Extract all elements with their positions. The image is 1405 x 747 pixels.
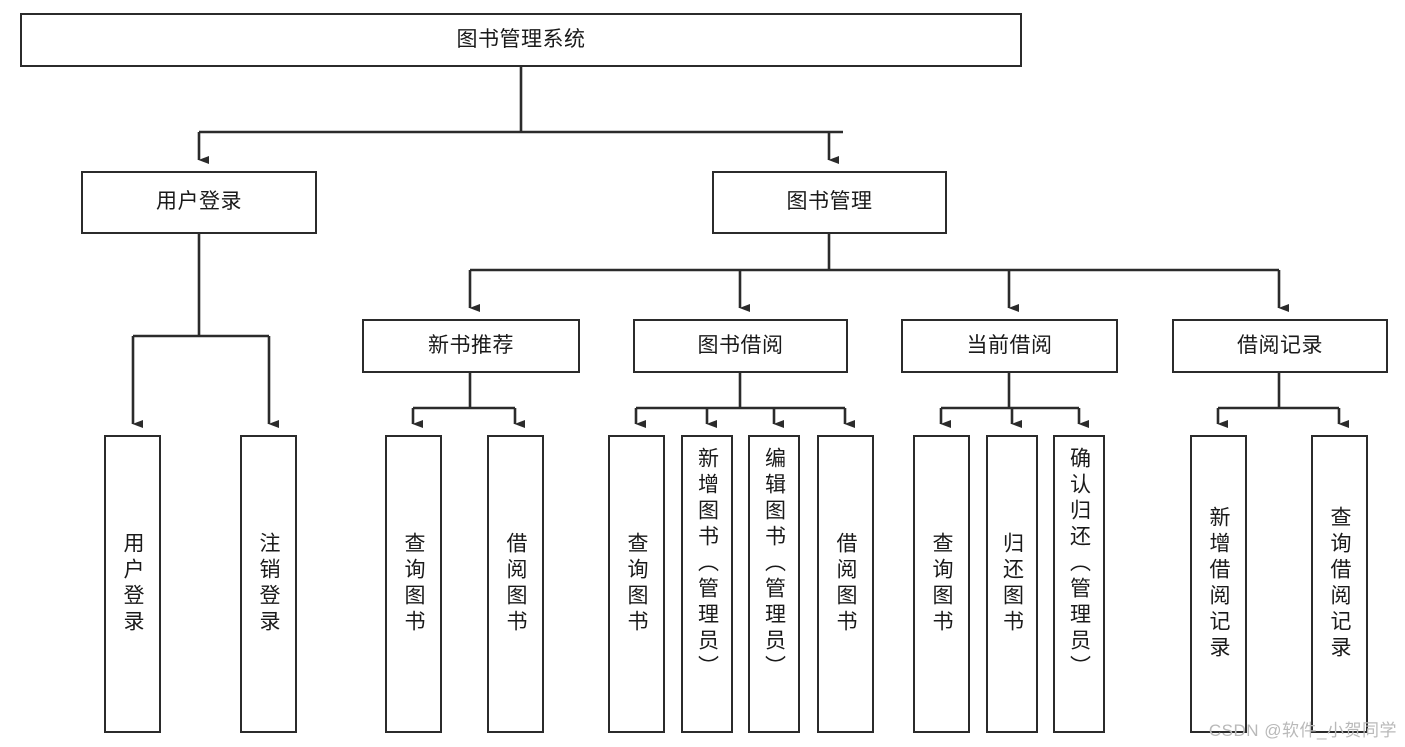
node-leaf-confirm-return[interactable]: 确认归还（管理员）	[1053, 435, 1105, 733]
node-leaf-user-login[interactable]: 用户登录	[104, 435, 161, 733]
node-leaf-query-record[interactable]: 查询借阅记录	[1311, 435, 1368, 733]
node-leaf-add-book-label: 新增图书（管理员）	[695, 447, 719, 681]
node-leaf-borrow-book-2-label: 借阅图书	[834, 532, 857, 636]
node-root[interactable]: 图书管理系统	[20, 13, 1022, 67]
node-borrow-record[interactable]: 借阅记录	[1172, 319, 1388, 373]
node-new-book-rec-label: 新书推荐	[428, 333, 514, 357]
node-leaf-user-logout[interactable]: 注销登录	[240, 435, 297, 733]
node-user-login-label: 用户登录	[156, 190, 242, 214]
node-leaf-confirm-return-label: 确认归还（管理员）	[1067, 447, 1091, 681]
node-leaf-borrow-book-2[interactable]: 借阅图书	[817, 435, 874, 733]
node-current-borrow-label: 当前借阅	[966, 333, 1053, 357]
watermark-text: CSDN @软件_小贺同学	[1208, 721, 1397, 740]
node-leaf-user-logout-label: 注销登录	[257, 532, 280, 636]
node-leaf-return-book-label: 归还图书	[1000, 532, 1024, 636]
node-book-borrow[interactable]: 图书借阅	[633, 319, 848, 373]
node-leaf-add-record-label: 新增借阅记录	[1207, 506, 1230, 662]
node-leaf-query-record-label: 查询借阅记录	[1328, 506, 1351, 662]
node-current-borrow[interactable]: 当前借阅	[901, 319, 1118, 373]
edge-group-book-borrow	[634, 373, 856, 429]
edge-group-new-book-rec	[411, 373, 526, 429]
edge-group-book-manage	[468, 234, 1290, 313]
node-leaf-borrow-book-1-label: 借阅图书	[504, 532, 527, 636]
node-user-login[interactable]: 用户登录	[81, 171, 317, 234]
node-leaf-query-book-1[interactable]: 查询图书	[385, 435, 442, 733]
node-leaf-user-login-label: 用户登录	[121, 532, 144, 636]
edge-group-borrow-record	[1216, 373, 1350, 429]
node-leaf-edit-book-label: 编辑图书（管理员）	[762, 447, 786, 681]
node-borrow-record-label: 借阅记录	[1237, 333, 1323, 357]
node-book-manage[interactable]: 图书管理	[712, 171, 947, 234]
node-leaf-query-book-2[interactable]: 查询图书	[608, 435, 665, 733]
node-leaf-edit-book[interactable]: 编辑图书（管理员）	[748, 435, 800, 733]
node-leaf-borrow-book-1[interactable]: 借阅图书	[487, 435, 544, 733]
node-leaf-add-record[interactable]: 新增借阅记录	[1190, 435, 1247, 733]
node-leaf-add-book[interactable]: 新增图书（管理员）	[681, 435, 733, 733]
node-leaf-query-book-2-label: 查询图书	[625, 532, 648, 636]
edge-group-user-login	[131, 234, 280, 429]
edge-group-root	[197, 67, 843, 165]
node-book-borrow-label: 图书借阅	[697, 333, 784, 357]
node-leaf-query-book-1-label: 查询图书	[402, 532, 425, 636]
node-root-label: 图书管理系统	[456, 27, 586, 51]
node-book-manage-label: 图书管理	[786, 190, 873, 214]
node-leaf-return-book[interactable]: 归还图书	[986, 435, 1038, 733]
node-leaf-query-book-3[interactable]: 查询图书	[913, 435, 970, 733]
node-new-book-rec[interactable]: 新书推荐	[362, 319, 580, 373]
edge-group-current-borrow	[939, 373, 1090, 429]
node-leaf-query-book-3-label: 查询图书	[930, 532, 953, 636]
